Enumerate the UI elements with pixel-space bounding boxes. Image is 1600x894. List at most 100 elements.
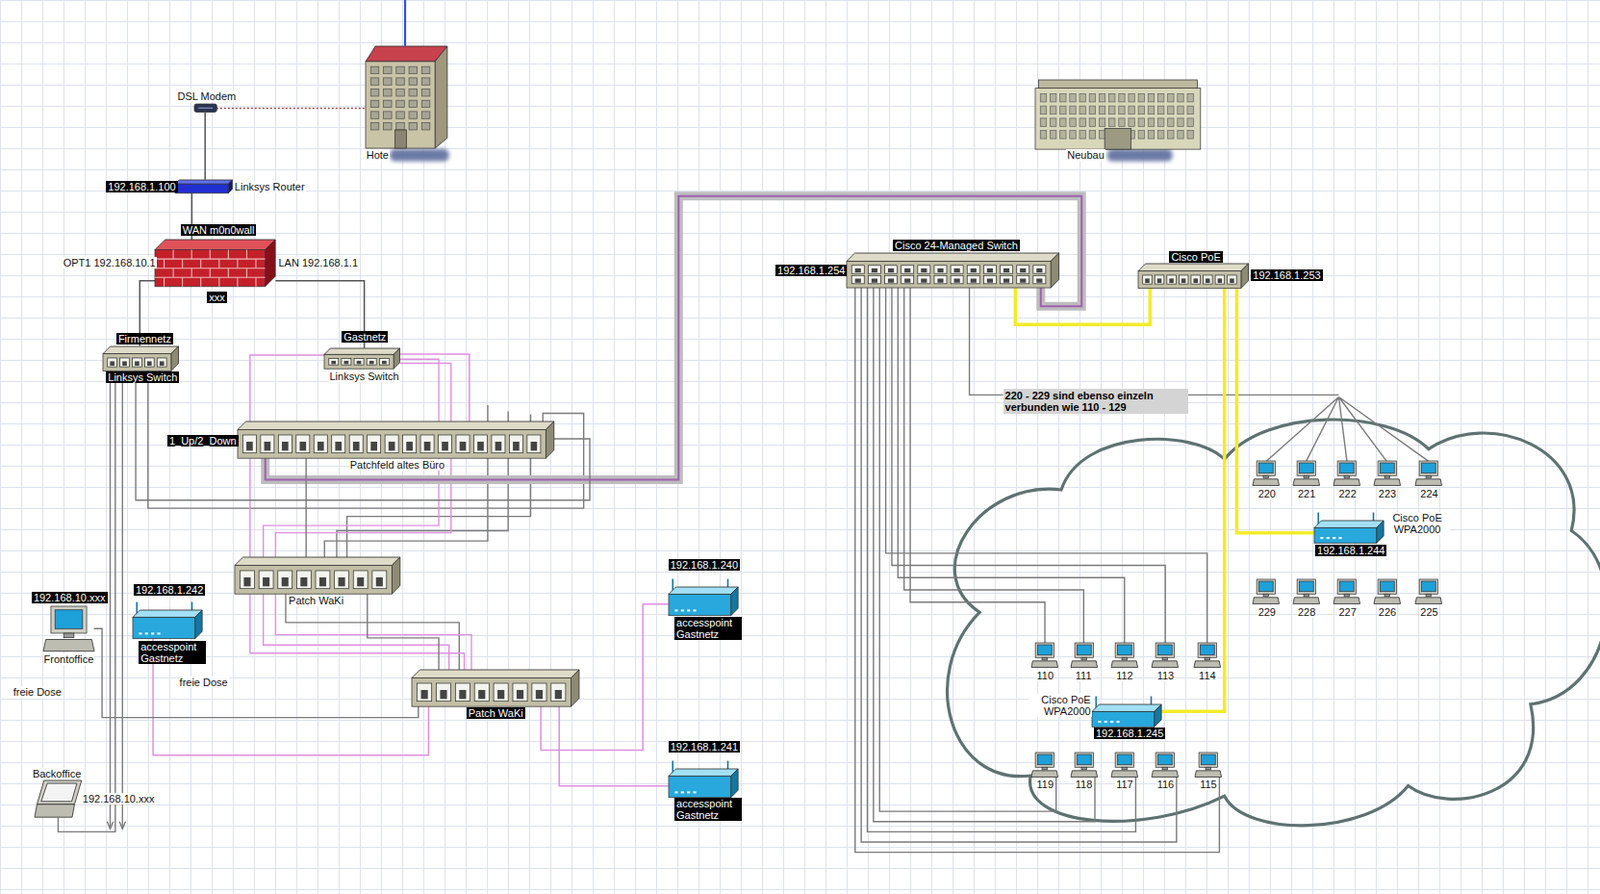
device-label: accesspoint Gastnetz: [674, 797, 742, 821]
device-icon: [1333, 579, 1361, 604]
device-node: 192.168.1.242accesspoint Gastnetz: [132, 609, 203, 639]
network-cable: [400, 354, 470, 422]
device-node: Cisco PoE WPA2000192.168.1.245: [1092, 704, 1162, 727]
device-label: 225: [1419, 606, 1439, 618]
device-node: 222: [1333, 460, 1361, 485]
device-icon: [132, 609, 203, 639]
device-icon: [1111, 752, 1139, 777]
device-label: 112: [1115, 669, 1135, 682]
device-icon: [365, 46, 448, 149]
blur-mark: [1107, 149, 1173, 162]
device-label: Patchfeld altes Büro: [349, 458, 446, 471]
device-node: 113: [1151, 642, 1179, 667]
device-label: 117: [1115, 778, 1135, 790]
device-label: 192.168.1.241: [668, 740, 740, 753]
device-icon: [194, 103, 217, 112]
device-label: 1_Up/2_Down: [167, 434, 239, 447]
device-node: Neubau: [1035, 79, 1201, 150]
device-label: 113: [1156, 669, 1176, 682]
blur-mark: [389, 149, 450, 162]
device-label: OPT1 192.168.10.1: [62, 256, 157, 269]
network-cable: [367, 593, 439, 669]
network-cable: [891, 287, 1166, 643]
device-label: Cisco PoE WPA2000: [1028, 693, 1093, 717]
device-node: 229: [1252, 579, 1280, 604]
device-icon: [1031, 752, 1059, 777]
network-cable: [304, 457, 306, 558]
device-label: Linksys Switch: [329, 370, 401, 382]
device-label: 227: [1337, 606, 1357, 618]
device-node: GastnetzLinksys Switch: [324, 348, 400, 369]
device-label: 224: [1419, 487, 1439, 500]
network-cable: [203, 112, 206, 180]
device-node: Hote: [365, 46, 448, 149]
device-label: Neubau: [1066, 149, 1106, 161]
network-cable: [855, 287, 1220, 853]
device-icon: [668, 586, 738, 616]
device-node: 226: [1373, 579, 1401, 604]
device-node: 111: [1070, 642, 1098, 667]
network-cable: [135, 370, 590, 501]
cable-bundle: [106, 287, 1428, 829]
device-icon: [43, 606, 95, 652]
device-node: 114: [1193, 642, 1221, 667]
device-node: 192.168.1.100Linksys Router: [175, 179, 232, 194]
device-label: Linksys Switch: [105, 371, 179, 383]
device-node: 117: [1111, 752, 1139, 777]
device-node: 1_Up/2_DownPatchfeld altes Büro: [237, 421, 555, 458]
device-icon: [1293, 460, 1321, 485]
guest-cable: [250, 355, 472, 670]
device-icon: [1194, 752, 1222, 777]
device-label: 118: [1074, 778, 1094, 790]
device-node: DSL Modem: [194, 103, 217, 112]
device-icon: [234, 557, 401, 594]
device-label: Patch WaKi: [287, 594, 345, 607]
device-label: Cisco PoE: [1168, 251, 1222, 263]
device-icon: [668, 768, 738, 798]
device-label: 192.168.10.xxx: [31, 591, 108, 604]
device-icon: [1070, 642, 1098, 667]
device-node: 119: [1031, 752, 1059, 777]
network-cable: [558, 706, 668, 787]
device-node: 227: [1333, 579, 1361, 604]
device-icon: [1031, 642, 1059, 667]
network-cable: [265, 196, 1082, 481]
network-cable: [94, 628, 419, 717]
device-label: Firmennetz: [116, 332, 174, 345]
device-icon: [1333, 460, 1361, 485]
device-icon: [1151, 642, 1179, 667]
device-node: 115: [1194, 752, 1222, 777]
device-icon: [1314, 520, 1384, 543]
network-cable: [904, 287, 1085, 643]
device-node: 221: [1293, 460, 1321, 485]
device-icon: [1193, 642, 1221, 667]
device-label: 192.168.1.254: [775, 264, 847, 277]
device-label: Cisco 24-Managed Switch: [892, 239, 1020, 252]
device-icon: [1252, 579, 1280, 604]
device-icon: [1092, 704, 1162, 727]
device-node: 224: [1415, 460, 1443, 485]
device-label: Gastnetz: [341, 330, 388, 343]
device-node: WAN m0n0wallOPT1 192.168.10.1LAN 192.168…: [154, 239, 276, 287]
network-cable: [1015, 287, 1150, 325]
device-label: 229: [1257, 606, 1277, 618]
network-cable: [861, 287, 1177, 842]
device-node: Backoffice192.168.10.xxx: [34, 780, 82, 817]
device-icon: [237, 421, 555, 458]
device-node: Patch WaKi: [411, 669, 580, 707]
network-cable: [216, 107, 366, 110]
device-icon: [1293, 579, 1321, 604]
device-node: 225: [1415, 579, 1443, 604]
device-label: Linksys Router: [233, 180, 306, 193]
device-node: Cisco 24-Managed Switch192.168.1.254: [846, 253, 1060, 288]
device-node: 192.168.1.240accesspoint Gastnetz: [668, 586, 738, 616]
network-cable: [873, 287, 1095, 822]
device-icon: [1151, 752, 1179, 777]
device-node: 192.168.1.241accesspoint Gastnetz: [668, 768, 738, 798]
note-label: 220 - 229 sind ebenso einzeln verbunden …: [1003, 388, 1190, 414]
device-node: Patch WaKi: [234, 557, 401, 594]
device-label: WAN m0n0wall: [180, 224, 257, 236]
device-label: 192.168.1.100: [105, 180, 178, 193]
device-node: FirmennetzLinksys Switch: [102, 346, 178, 371]
device-label: accesspoint Gastnetz: [138, 640, 206, 664]
